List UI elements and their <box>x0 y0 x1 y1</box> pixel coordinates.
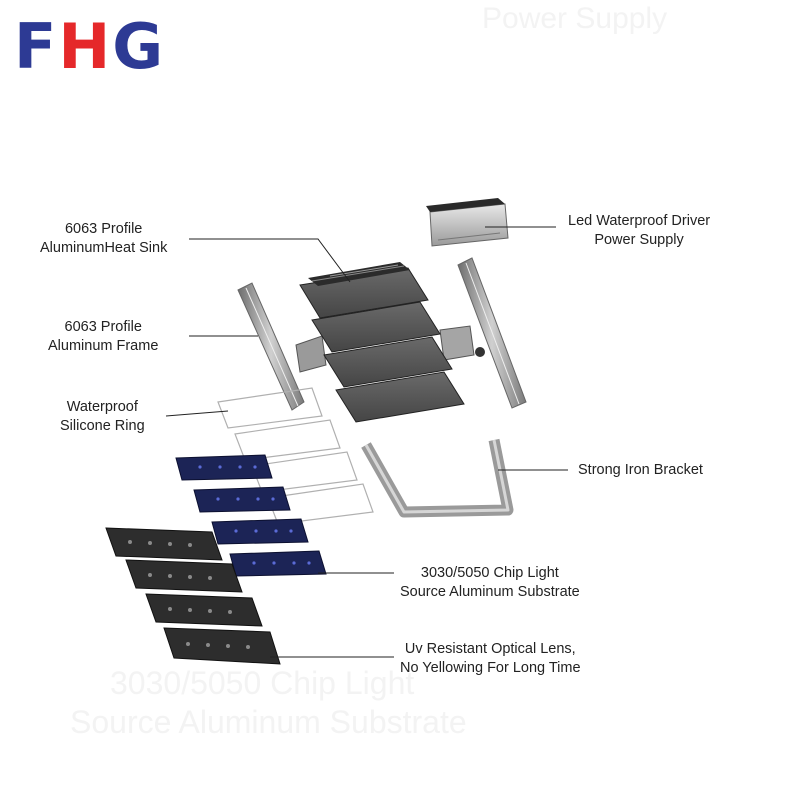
end-caps <box>295 325 485 373</box>
logo-letter-f: F <box>14 10 59 83</box>
label-bracket: Strong Iron Bracket <box>578 462 703 478</box>
left-frame-rail <box>237 282 305 411</box>
logo-letter-g: G <box>112 10 166 83</box>
logo-letter-h: H <box>58 10 113 83</box>
leader-ring <box>165 410 229 417</box>
label-frame: 6063 Profile Aluminum Frame <box>48 319 159 354</box>
leader-heat-sink <box>189 238 351 283</box>
label-heat-sink: 6063 Profile AluminumHeat Sink <box>40 221 168 256</box>
driver-power-supply <box>426 198 509 247</box>
watermark-bottom-line1: 3030/5050 Chip Light <box>110 665 415 701</box>
optical-lens-panels <box>105 527 281 665</box>
chip-substrates <box>175 454 327 577</box>
label-chip: 3030/5050 Chip Light Source Aluminum Sub… <box>400 565 580 600</box>
heat-sink-assembly <box>299 262 465 423</box>
iron-bracket <box>361 438 514 518</box>
brand-logo: FHG <box>14 14 165 80</box>
right-frame-rail <box>457 257 527 409</box>
label-driver: Led Waterproof Driver Power Supply <box>568 213 711 248</box>
leader-lines <box>165 226 568 658</box>
watermark-bottom-line2: Source Aluminum Substrate <box>70 704 467 740</box>
watermark-top: Power Supply <box>482 2 668 35</box>
label-lens: Uv Resistant Optical Lens, No Yellowing … <box>400 641 581 676</box>
label-silicone-ring: Waterproof Silicone Ring <box>60 399 145 434</box>
silicone-rings <box>217 387 374 525</box>
